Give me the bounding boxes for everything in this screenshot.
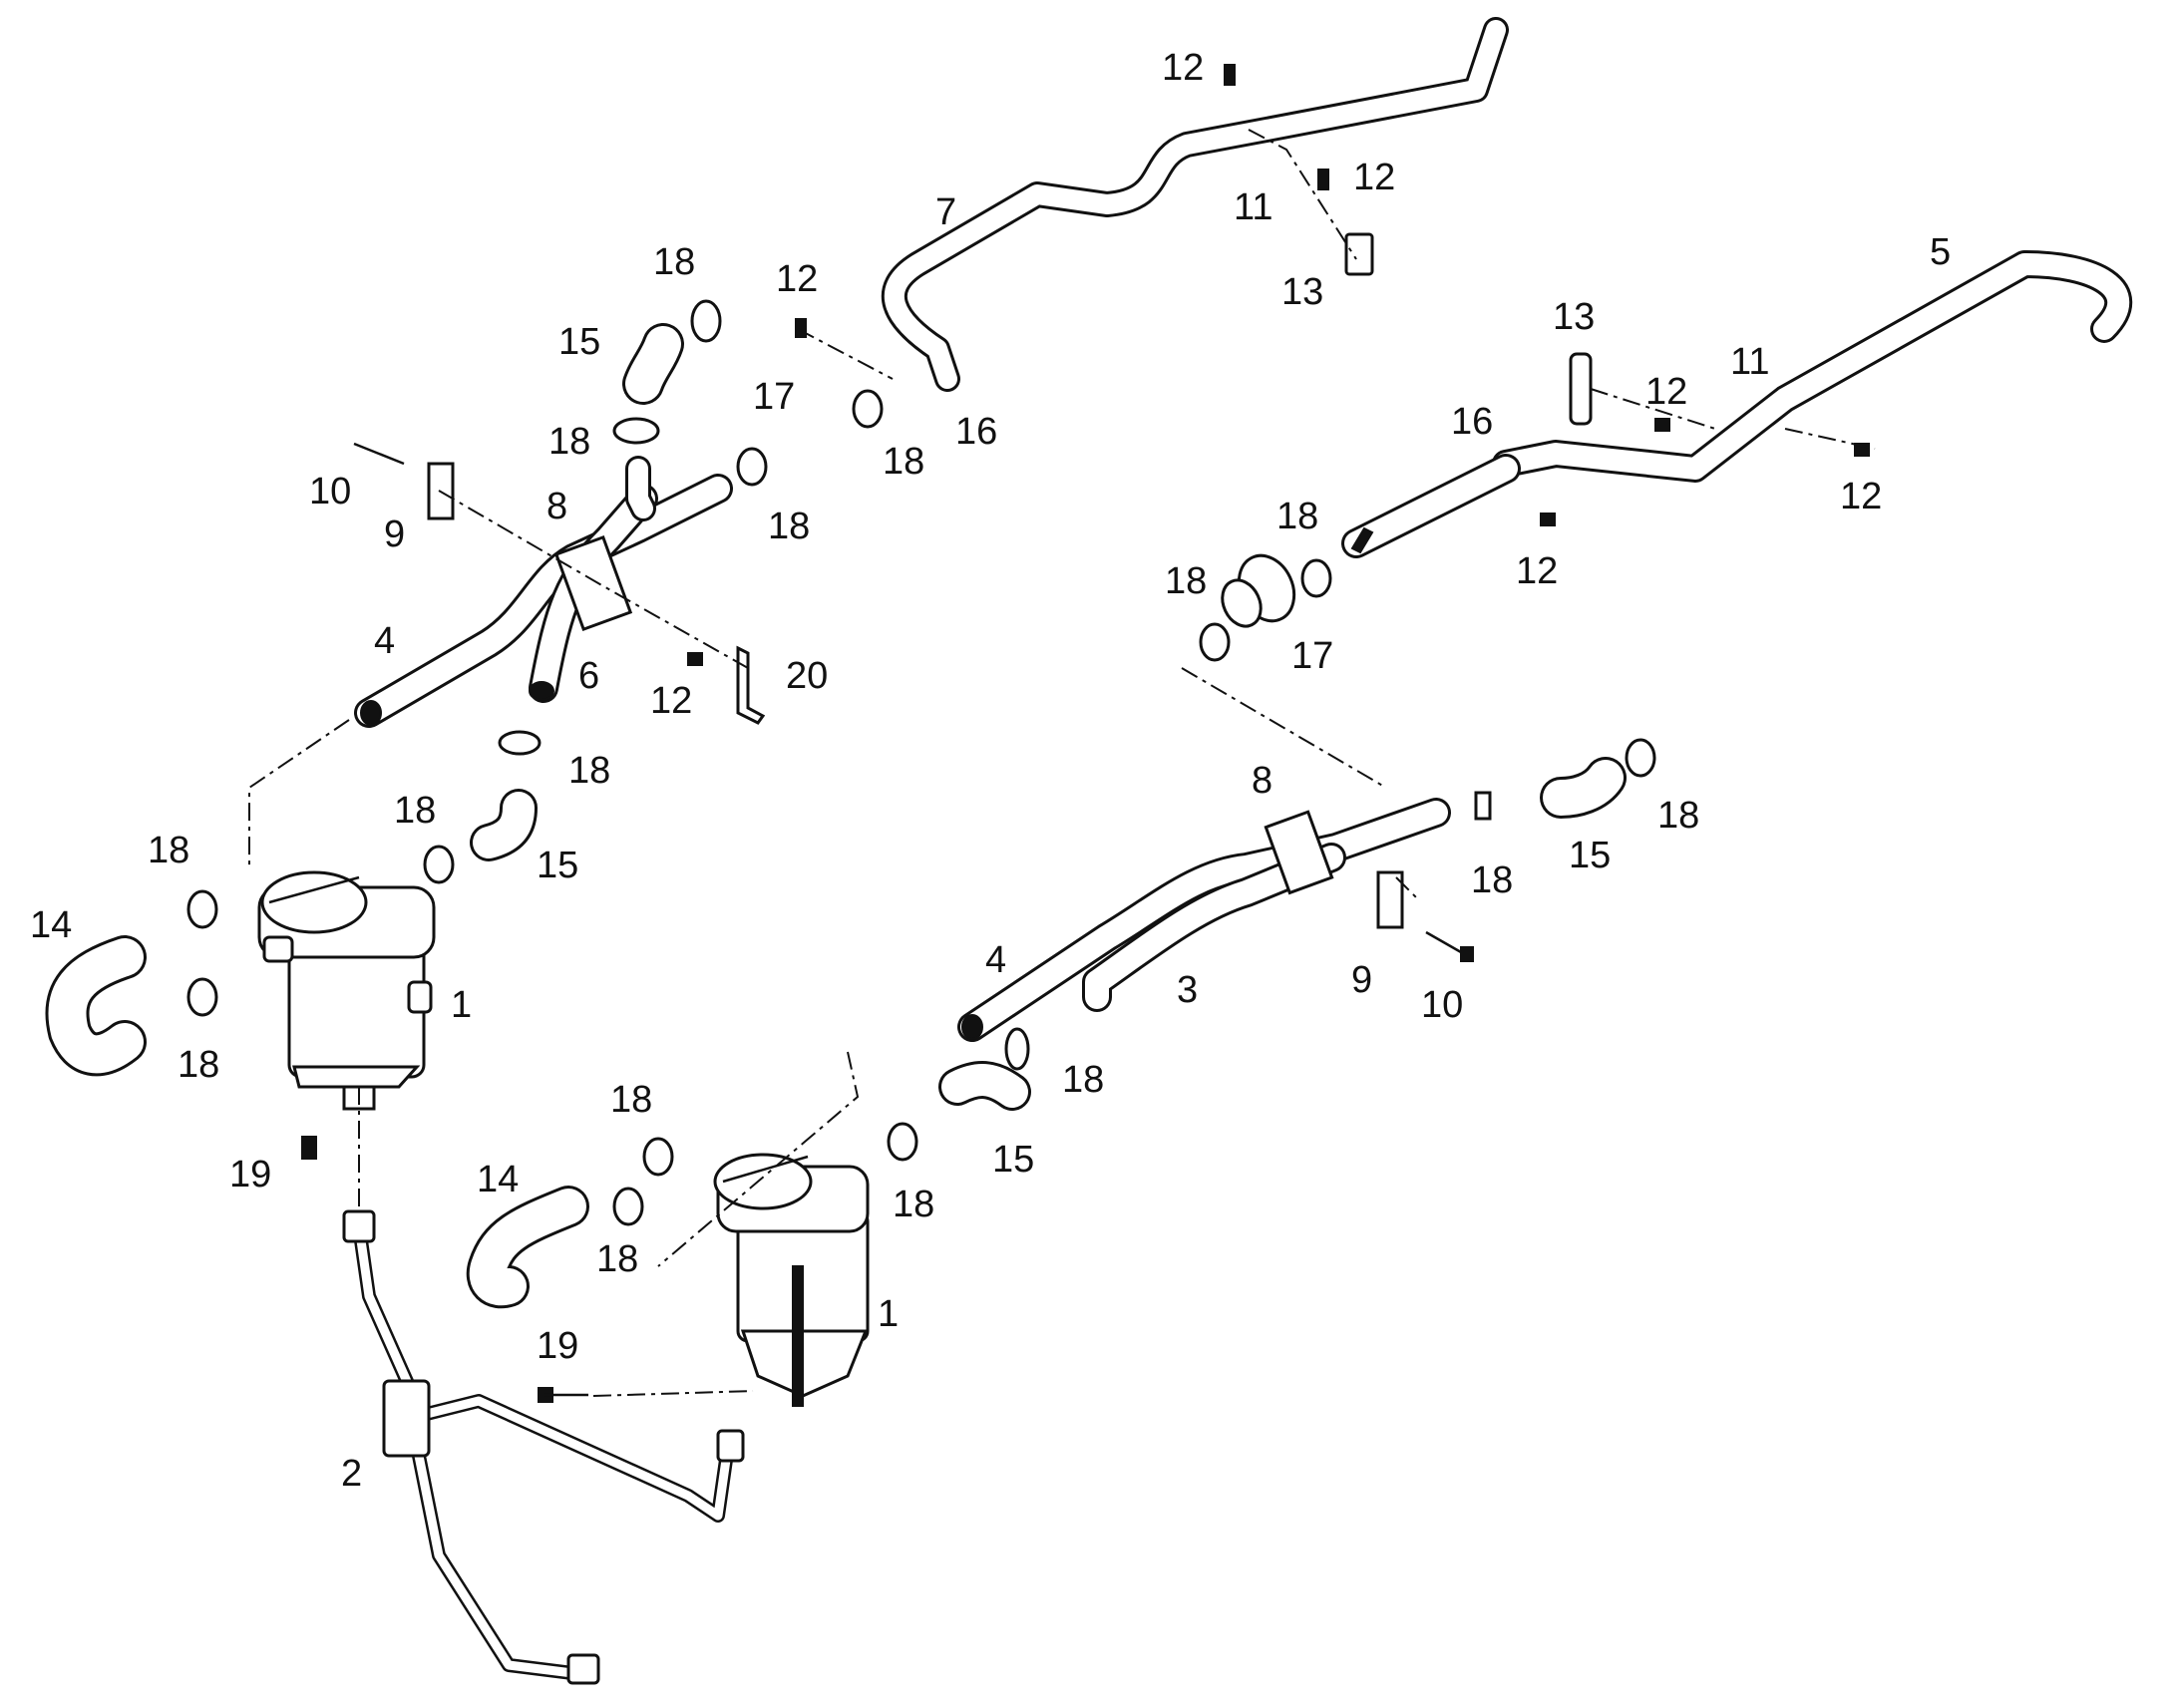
elbow-15-top bbox=[622, 323, 684, 405]
callout: 12 bbox=[1645, 371, 1687, 413]
callout: 18 bbox=[1165, 560, 1207, 602]
callout: 14 bbox=[30, 904, 72, 946]
manifold-block-8-right bbox=[1264, 810, 1334, 895]
callout: 12 bbox=[650, 680, 692, 722]
callout: 13 bbox=[1553, 296, 1595, 338]
callout: 18 bbox=[883, 441, 924, 483]
callout: 18 bbox=[178, 1044, 219, 1086]
callout: 18 bbox=[596, 1238, 638, 1280]
callout: 9 bbox=[1351, 959, 1372, 1001]
callout: 12 bbox=[1840, 476, 1882, 517]
callout: 16 bbox=[1451, 401, 1493, 443]
fuel-filter-1-left bbox=[257, 870, 436, 1111]
hose-14-right bbox=[466, 1186, 589, 1309]
callout-labels: 12 12 11 13 7 18 12 15 17 18 16 18 10 8 … bbox=[30, 47, 1951, 1495]
callout: 9 bbox=[384, 513, 405, 555]
callout: 20 bbox=[786, 655, 828, 697]
callout: 3 bbox=[1177, 969, 1198, 1011]
callout: 15 bbox=[558, 321, 600, 363]
fuel-pipe-5 bbox=[1492, 250, 2133, 483]
callout: 2 bbox=[341, 1453, 362, 1495]
callout: 17 bbox=[1291, 635, 1333, 677]
callout: 15 bbox=[992, 1139, 1034, 1181]
hose-14-left bbox=[45, 935, 147, 1077]
callout: 15 bbox=[537, 845, 578, 886]
fuel-filter-1-right bbox=[713, 1153, 870, 1407]
fuel-pipe-7 bbox=[881, 17, 1509, 392]
callout: 18 bbox=[653, 241, 695, 283]
callout: 14 bbox=[477, 1159, 519, 1200]
callout: 18 bbox=[1471, 859, 1513, 901]
leader-lines bbox=[248, 129, 1876, 1397]
callout: 18 bbox=[394, 790, 436, 832]
callout: 8 bbox=[1252, 760, 1272, 802]
callout: 10 bbox=[1421, 984, 1463, 1026]
callout: 18 bbox=[610, 1079, 652, 1121]
callout: 15 bbox=[1569, 835, 1611, 876]
callout: 12 bbox=[1162, 47, 1204, 89]
callout: 18 bbox=[893, 1184, 934, 1225]
callout: 12 bbox=[1353, 157, 1395, 198]
fuel-pipe-4-right bbox=[957, 798, 1451, 1042]
elbow-15-mid-left bbox=[470, 789, 538, 861]
drain-line-2 bbox=[342, 1209, 745, 1685]
elbow-15-lower bbox=[938, 1061, 1031, 1111]
callout: 12 bbox=[1516, 550, 1558, 592]
hose-16-right bbox=[1341, 454, 1521, 558]
callout: 5 bbox=[1930, 231, 1951, 273]
callout: 17 bbox=[753, 376, 795, 418]
callout: 18 bbox=[1276, 496, 1318, 537]
callout: 18 bbox=[548, 421, 590, 463]
callout: 6 bbox=[578, 655, 599, 697]
callout: 11 bbox=[1234, 186, 1272, 228]
callout: 4 bbox=[374, 620, 395, 662]
callout: 18 bbox=[768, 506, 810, 547]
clamps-and-fasteners bbox=[186, 64, 1870, 1403]
callout: 4 bbox=[985, 939, 1006, 981]
fuel-pipe-3 bbox=[1082, 843, 1346, 1012]
callout: 19 bbox=[537, 1325, 578, 1367]
callout: 18 bbox=[1062, 1059, 1104, 1101]
callout: 7 bbox=[935, 191, 956, 233]
callout: 10 bbox=[309, 471, 351, 512]
callout: 19 bbox=[229, 1154, 271, 1196]
hose-17-right bbox=[1221, 553, 1296, 628]
callout: 8 bbox=[546, 486, 567, 527]
callout: 18 bbox=[148, 830, 189, 871]
callout: 1 bbox=[878, 1293, 899, 1335]
callout: 18 bbox=[1657, 795, 1699, 837]
callout: 1 bbox=[451, 984, 472, 1026]
manifold-block-8-left bbox=[553, 534, 633, 632]
callout: 11 bbox=[1730, 341, 1769, 383]
callout: 18 bbox=[568, 750, 610, 792]
elbow-15-right bbox=[1540, 757, 1627, 819]
callout: 12 bbox=[776, 258, 818, 300]
callout: 16 bbox=[955, 411, 997, 453]
callout: 13 bbox=[1281, 271, 1323, 313]
